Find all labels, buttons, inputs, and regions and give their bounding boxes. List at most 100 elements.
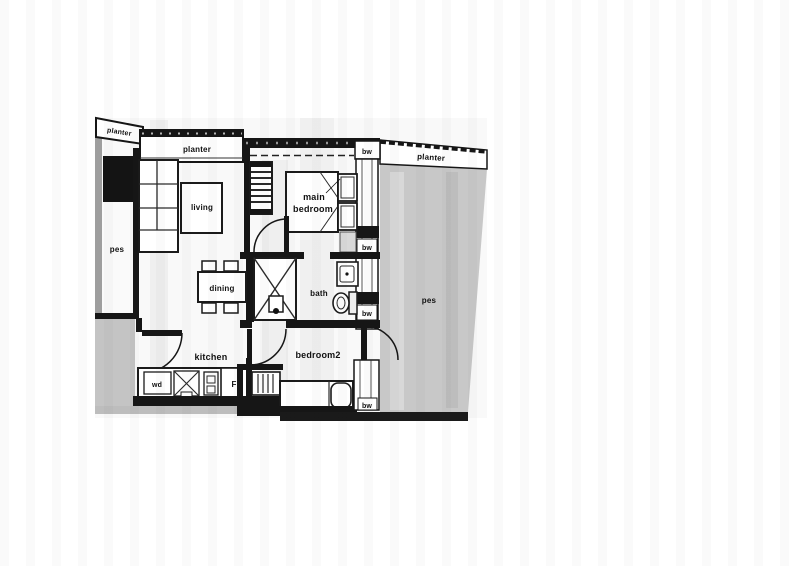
pes-left-label: pes: [110, 245, 125, 254]
wall: [246, 258, 254, 322]
door-leaf: [284, 216, 289, 254]
planter-top-wall: [140, 130, 243, 137]
wall: [237, 406, 357, 416]
bed-fold-line: [319, 205, 339, 233]
wash-basin: [336, 261, 359, 287]
toilet-bowl: [332, 292, 350, 314]
wall: [133, 396, 305, 406]
right-bay-window-strip: bw bw: [355, 158, 379, 330]
sofa-outline: [138, 159, 179, 253]
wall: [355, 292, 379, 304]
dining-chair: [201, 302, 217, 314]
right-pes-area: pes: [380, 164, 487, 412]
wall: [286, 320, 380, 328]
toilet: [332, 291, 358, 315]
wall: [355, 226, 379, 238]
top-planter: planter: [139, 129, 244, 163]
bedroom2-wardrobe: [251, 371, 281, 396]
bw-label: bw: [362, 311, 372, 318]
wall: [136, 318, 142, 332]
pes-door: [361, 325, 399, 361]
bedroom2-bay-window: bw: [353, 359, 380, 411]
wall: [246, 358, 252, 396]
basin-bowl: [339, 265, 355, 283]
wall: [244, 148, 250, 256]
pillow-inner: [340, 205, 355, 228]
bedroom2-bed: [279, 380, 354, 411]
wardrobe-cap: [250, 162, 272, 167]
door-swing-arc: [363, 325, 399, 361]
pillow: [330, 382, 352, 409]
bathroom: bath: [253, 257, 359, 321]
bedroom2-label: bedroom2: [295, 350, 340, 360]
shadow-band: [95, 319, 135, 409]
scan-streak: [390, 172, 404, 410]
wall: [237, 364, 283, 370]
scan-streak: [300, 118, 334, 418]
hob: [203, 371, 219, 396]
main-bedroom: main bedroom: [285, 171, 358, 253]
wall: [133, 148, 139, 318]
door-swing-arc: [253, 218, 288, 253]
bw-box: [357, 397, 378, 411]
kitchen-sink: [173, 370, 200, 398]
bath-label: bath: [310, 289, 328, 298]
wd-box: [143, 371, 172, 395]
shadow-band: [95, 406, 305, 414]
bedside-bench: [339, 231, 357, 253]
main-bedroom-label-2: bedroom: [293, 204, 333, 214]
pillow-inner: [340, 176, 355, 199]
hob-burner: [206, 375, 216, 384]
left-edge-shade: [95, 120, 102, 318]
left-pes-area: pes: [95, 120, 139, 409]
shower-x-line: [253, 257, 297, 321]
door-leaf: [142, 330, 182, 336]
bw-label: bw: [362, 245, 372, 252]
planter-tl-label: planter: [106, 127, 132, 138]
kitchen-label: kitchen: [195, 352, 228, 362]
label-pointer-line: [325, 178, 341, 194]
main-bedroom-door: [253, 216, 289, 254]
sofa: [138, 159, 179, 253]
wardrobe-cap: [250, 209, 272, 214]
ledge-block: [103, 156, 133, 202]
living-room: living: [138, 159, 223, 253]
pillow: [337, 202, 358, 231]
dining-area: dining: [197, 260, 247, 314]
wall: [237, 366, 243, 412]
bw-label: bw: [362, 403, 372, 410]
toilet-tank: [348, 291, 358, 315]
dining-table: [197, 271, 247, 303]
toilet-bowl-inner: [336, 296, 346, 310]
scan-streak: [446, 172, 458, 408]
pes-right-fill: [380, 164, 487, 412]
louver-slats: [251, 171, 271, 203]
main-bedroom-label-1: main: [303, 192, 325, 202]
wall: [240, 320, 252, 328]
wall: [243, 138, 380, 148]
fridge: F: [220, 367, 248, 399]
bay-window-top: bw: [354, 140, 381, 160]
door-leaf: [361, 326, 367, 360]
living-label: living: [191, 203, 213, 212]
drain-dot: [273, 308, 279, 314]
wall: [280, 412, 468, 421]
coffee-table: [180, 182, 223, 234]
wall: [240, 252, 304, 259]
planter-right-label: planter: [417, 152, 446, 163]
dining-chair: [223, 260, 239, 272]
louver-wardrobe: [249, 161, 273, 215]
wd-label: wd: [151, 382, 162, 389]
wardrobe-outline: [251, 371, 281, 396]
dining-chair: [201, 260, 217, 272]
sink-x-line: [173, 370, 200, 397]
wardrobe-slats: [257, 374, 274, 393]
wardrobe-outline: [249, 161, 273, 215]
bw-label: bw: [362, 149, 372, 156]
bedroom2: bedroom2: [237, 350, 357, 416]
main-bed: [285, 171, 339, 233]
basin-tap: [345, 272, 349, 276]
door-leaf: [247, 329, 252, 365]
